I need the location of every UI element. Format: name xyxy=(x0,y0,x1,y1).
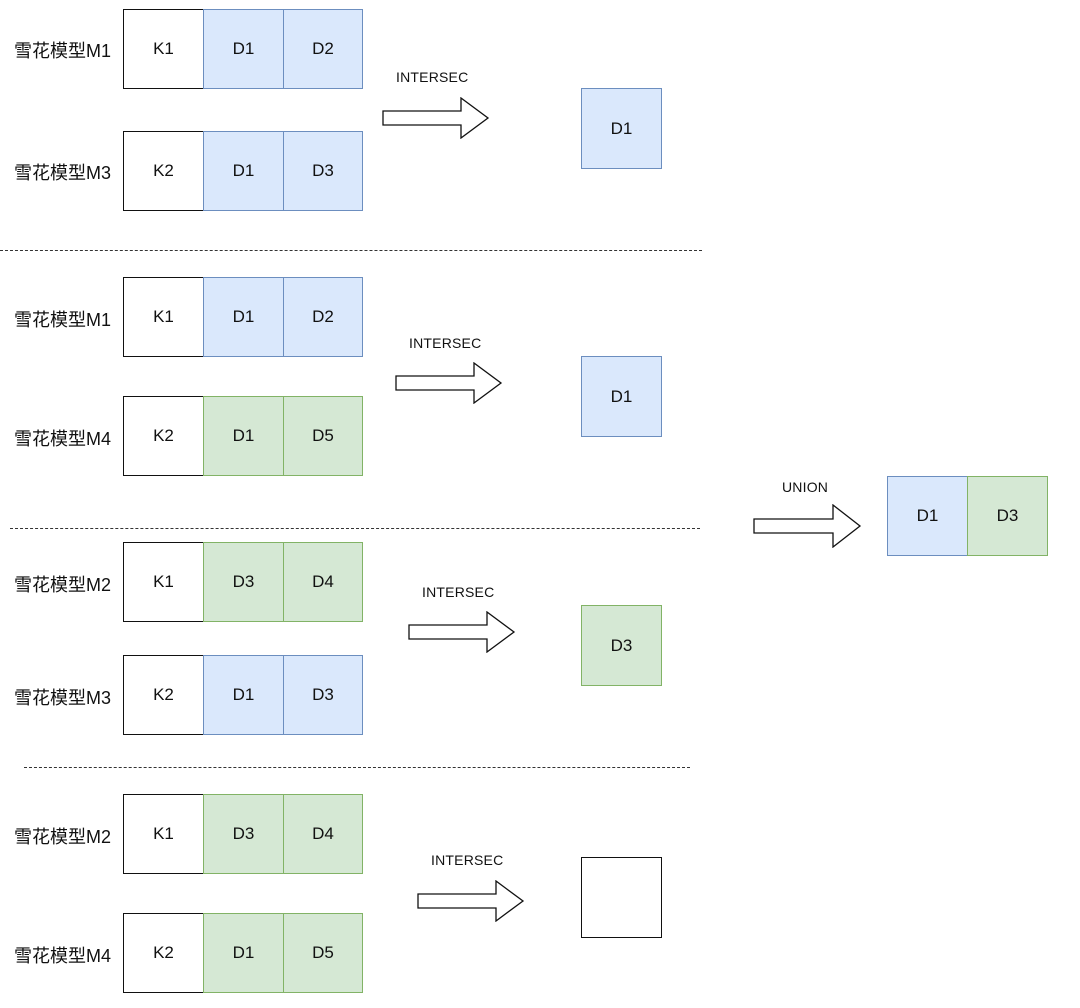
dimension-cell: D3 xyxy=(283,655,363,735)
dimension-cell: D1 xyxy=(203,655,284,735)
dimension-cell: D5 xyxy=(283,913,363,993)
dimension-cell: D5 xyxy=(283,396,363,476)
dimension-cell: D1 xyxy=(203,913,284,993)
dimension-cell: D1 xyxy=(203,9,284,89)
key-cell: K1 xyxy=(123,794,204,874)
intersect-label: INTERSEC xyxy=(422,584,495,600)
divider xyxy=(10,528,700,529)
model-label: 雪花模型M1 xyxy=(14,41,112,61)
empty-result-cell xyxy=(581,857,662,938)
intersect-label: INTERSEC xyxy=(431,852,504,868)
right-arrow-icon xyxy=(753,504,862,548)
dimension-cell: D3 xyxy=(203,542,284,622)
model-label: 雪花模型M3 xyxy=(14,688,112,708)
union-result-cell: D3 xyxy=(967,476,1048,556)
key-cell: K1 xyxy=(123,9,204,89)
right-arrow-icon xyxy=(417,880,525,922)
model-label: 雪花模型M2 xyxy=(14,575,112,595)
divider xyxy=(0,250,702,251)
dimension-cell: D3 xyxy=(283,131,363,211)
dimension-cell: D4 xyxy=(283,542,363,622)
result-cell: D1 xyxy=(581,356,662,437)
intersect-label: INTERSEC xyxy=(396,69,469,85)
result-cell: D1 xyxy=(581,88,662,169)
dimension-cell: D1 xyxy=(203,396,284,476)
model-label: 雪花模型M1 xyxy=(14,310,112,330)
divider xyxy=(24,767,690,768)
key-cell: K2 xyxy=(123,913,204,993)
right-arrow-icon xyxy=(382,97,490,139)
dimension-cell: D3 xyxy=(203,794,284,874)
key-cell: K2 xyxy=(123,655,204,735)
key-cell: K1 xyxy=(123,542,204,622)
model-label: 雪花模型M4 xyxy=(14,429,112,449)
right-arrow-icon xyxy=(395,362,503,404)
dimension-cell: D2 xyxy=(283,9,363,89)
dimension-cell: D2 xyxy=(283,277,363,357)
model-label: 雪花模型M3 xyxy=(14,163,112,183)
right-arrow-icon xyxy=(408,611,516,653)
model-label: 雪花模型M2 xyxy=(14,827,112,847)
key-cell: K1 xyxy=(123,277,204,357)
union-result-cell: D1 xyxy=(887,476,968,556)
dimension-cell: D1 xyxy=(203,277,284,357)
key-cell: K2 xyxy=(123,131,204,211)
union-label: UNION xyxy=(782,479,829,495)
model-label: 雪花模型M4 xyxy=(14,946,112,966)
intersect-label: INTERSEC xyxy=(409,335,482,351)
dimension-cell: D4 xyxy=(283,794,363,874)
result-cell: D3 xyxy=(581,605,662,686)
key-cell: K2 xyxy=(123,396,204,476)
dimension-cell: D1 xyxy=(203,131,284,211)
